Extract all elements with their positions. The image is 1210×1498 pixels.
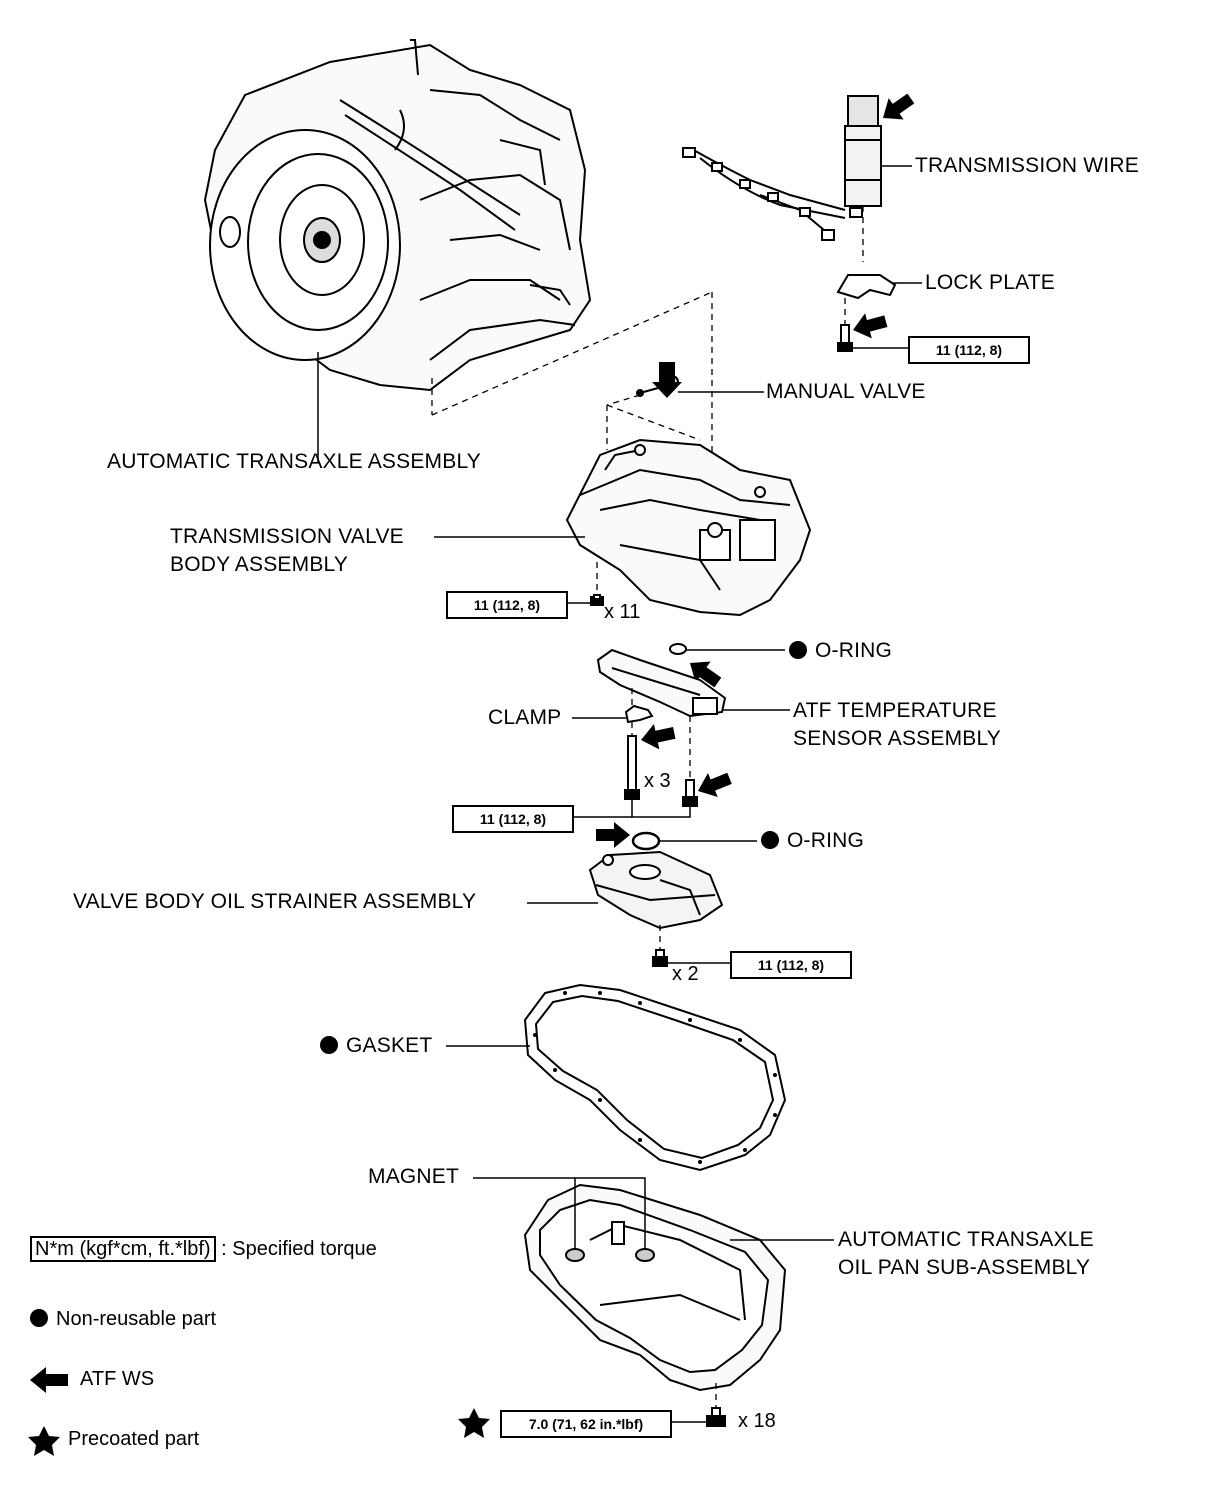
- qty-sensor: x 3: [644, 770, 671, 792]
- oil-pan-drawing: [523, 1183, 787, 1392]
- label-atf-sensor-line2: SENSOR ASSEMBLY: [793, 727, 1002, 750]
- label-o-ring-upper: O-RING: [789, 639, 892, 663]
- atf-arrow-icon: [30, 1367, 68, 1393]
- legend-torque: N*m (kgf*cm, ft.*lbf) : Specified torque: [30, 1236, 377, 1262]
- torque-box-lock-plate: 11 (112, 8): [908, 336, 1030, 364]
- legend-atf: ATF WS: [80, 1368, 155, 1390]
- legend-star-icon: [28, 1426, 60, 1456]
- label-o-ring-lower: O-RING: [761, 829, 864, 853]
- torque-box-oil-pan: 7.0 (71, 62 in.*lbf): [500, 1410, 672, 1438]
- label-oil-pan-line2: OIL PAN SUB-ASSEMBLY: [838, 1256, 1091, 1279]
- label-automatic-transaxle-assembly: AUTOMATIC TRANSAXLE ASSEMBLY: [107, 450, 481, 473]
- label-valve-body-line2: BODY ASSEMBLY: [170, 553, 349, 576]
- gasket-drawing: [523, 983, 787, 1172]
- label-atf-sensor-line1: ATF TEMPERATURE: [793, 699, 997, 722]
- lock-plate-bolt: [837, 324, 853, 352]
- label-lock-plate: LOCK PLATE: [925, 271, 1055, 294]
- automatic-transaxle-drawing: [203, 39, 592, 392]
- valve-body-bolt: [590, 594, 604, 606]
- sensor-long-bolt: [624, 735, 640, 800]
- atf-sensor-drawing: [596, 648, 727, 718]
- strainer-drawing: [588, 850, 724, 930]
- oil-pan-bolt: [706, 1407, 726, 1427]
- legend-torque-desc: : Specified torque: [221, 1238, 377, 1260]
- torque-box-strainer: 11 (112, 8): [730, 951, 852, 979]
- label-strainer: VALVE BODY OIL STRAINER ASSEMBLY: [73, 890, 477, 913]
- non-reusable-dot-icon: [789, 641, 807, 659]
- precoated-star-icon: [458, 1408, 490, 1438]
- torque-box-valve-body: 11 (112, 8): [446, 591, 568, 619]
- valve-body-drawing: [565, 438, 812, 617]
- non-reusable-dot-icon: [320, 1036, 338, 1054]
- qty-strainer: x 2: [672, 963, 699, 985]
- label-clamp: CLAMP: [488, 706, 562, 729]
- torque-box-sensor: 11 (112, 8): [452, 805, 574, 833]
- clamp-drawing: [624, 704, 654, 724]
- label-magnet: MAGNET: [368, 1165, 460, 1188]
- sensor-short-bolt: [682, 779, 698, 807]
- o-ring-upper-drawing: [669, 643, 687, 655]
- legend-torque-unit: N*m (kgf*cm, ft.*lbf): [30, 1236, 216, 1262]
- label-manual-valve: MANUAL VALVE: [766, 380, 926, 403]
- legend-dot-icon: [30, 1309, 48, 1327]
- qty-valve-body: x 11: [604, 601, 641, 623]
- strainer-bolt: [652, 949, 668, 967]
- qty-oil-pan: x 18: [738, 1410, 776, 1432]
- o-ring-lower-drawing: [631, 831, 661, 851]
- legend-precoated: Precoated part: [68, 1428, 200, 1450]
- non-reusable-dot-icon: [761, 831, 779, 849]
- legend-non-reusable: Non-reusable part: [30, 1306, 216, 1332]
- label-gasket: GASKET: [320, 1034, 432, 1058]
- lock-plate-drawing: [836, 274, 897, 300]
- transmission-wire-drawing: [682, 95, 882, 241]
- label-oil-pan-line1: AUTOMATIC TRANSAXLE: [838, 1228, 1094, 1251]
- label-transmission-wire: TRANSMISSION WIRE: [915, 154, 1139, 177]
- label-valve-body-line1: TRANSMISSION VALVE: [170, 525, 404, 548]
